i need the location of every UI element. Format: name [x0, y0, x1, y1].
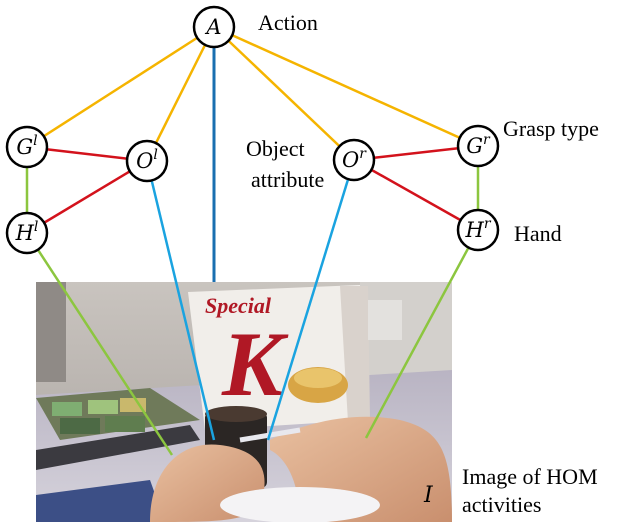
- node-object-right: Or: [332, 138, 376, 182]
- node-grasp-left-sup: l: [33, 133, 37, 149]
- svg-text:Hr: Hr: [464, 216, 491, 242]
- edge-object-hand-right: [353, 158, 479, 232]
- node-grasp-right-label: G: [466, 134, 483, 158]
- node-hand-left: Hl: [5, 211, 49, 255]
- node-action: A: [192, 5, 236, 49]
- svg-text:Ol: Ol: [136, 147, 158, 173]
- activity-photo: Special K: [36, 282, 452, 522]
- caption-grasp-type: Grasp type: [503, 116, 599, 141]
- caption-object-attribute-line1: Object: [246, 136, 305, 161]
- node-action-label: A: [204, 15, 221, 39]
- edge-action-grasp-right: [213, 25, 479, 148]
- node-object-left: Ol: [125, 139, 169, 183]
- box-brand-text: Special: [205, 293, 272, 318]
- edge-action-grasp-left: [26, 25, 215, 149]
- node-object-left-label: O: [136, 149, 153, 173]
- node-object-right-label: O: [342, 148, 359, 172]
- node-grasp-left: Gl: [5, 125, 49, 169]
- caption-hand: Hand: [514, 221, 562, 246]
- caption-image-line2: activities: [462, 492, 541, 517]
- node-object-right-sup: r: [359, 146, 367, 162]
- box-letter-text: K: [221, 313, 289, 415]
- edge-action-object-right: [213, 26, 355, 161]
- image-variable-label: I: [423, 483, 434, 508]
- caption-action: Action: [258, 10, 318, 35]
- node-hand-right-sup: r: [484, 216, 492, 232]
- node-grasp-right-sup: r: [483, 132, 491, 148]
- node-hand-left-label: H: [15, 221, 35, 245]
- caption-image-line1: Image of HOM: [462, 464, 598, 489]
- edge-object-image-right: [266, 159, 356, 441]
- caption-object-attribute-line2: attribute: [251, 167, 324, 192]
- node-object-left-sup: l: [153, 147, 157, 163]
- node-hand-right-label: H: [464, 218, 484, 242]
- svg-text:Gr: Gr: [466, 132, 491, 158]
- node-grasp-right: Gr: [456, 124, 500, 168]
- edge-action-object-left: [145, 26, 216, 162]
- edge-object-image-left: [145, 160, 216, 441]
- edge-hand-image-right: [364, 229, 480, 439]
- node-grasp-left-label: G: [16, 135, 33, 159]
- node-hand-right: Hr: [456, 208, 500, 252]
- node-hand-left-sup: l: [34, 219, 38, 235]
- svg-text:Hl: Hl: [15, 219, 39, 245]
- svg-text:Gl: Gl: [16, 133, 37, 159]
- svg-text:Or: Or: [342, 146, 367, 172]
- edge-hand-object-left: [26, 159, 148, 235]
- edge-hand-image-left: [25, 232, 174, 456]
